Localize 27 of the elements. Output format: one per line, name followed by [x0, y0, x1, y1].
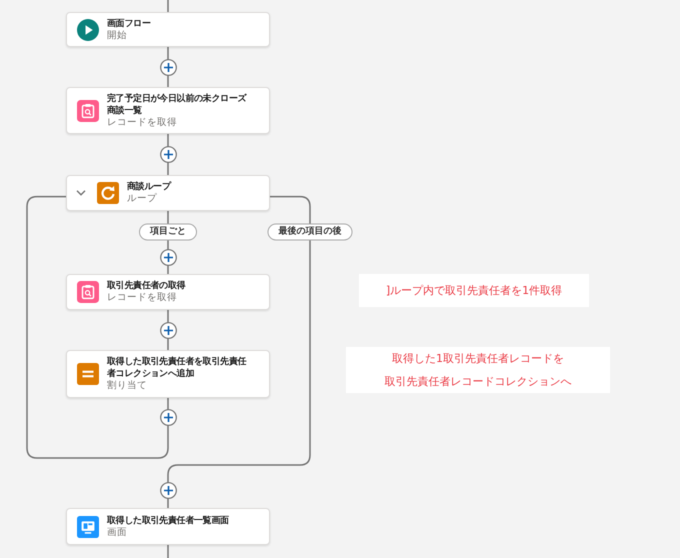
note-text: 取引先責任者レコードコレクションへ: [384, 374, 572, 390]
connector-line: [167, 545, 169, 558]
edge-label: 最後の項目の後: [268, 224, 352, 240]
step-title: 画面フロー: [107, 18, 151, 30]
flow-step-card: [66, 175, 270, 211]
step-type: 画面: [107, 526, 127, 538]
step-type: 割り当て: [107, 380, 147, 392]
flow-step-card: [66, 350, 270, 398]
edge-label: 項目ごと: [139, 224, 197, 240]
step-title: 商談ループ: [127, 181, 171, 193]
connector-line: [26, 196, 169, 459]
step-title: 取得した取引先責任者を取引先責任者コレクションへ追加: [107, 356, 248, 380]
connector-line: [167, 0, 169, 12]
flow-step-card: [66, 12, 270, 47]
connector-line: [167, 196, 311, 508]
step-type: レコードを取得: [107, 116, 177, 128]
note-text: 取得した1取引先責任者レコードを: [392, 351, 564, 367]
flow-step-card: [66, 508, 270, 545]
step-title: 取得した取引先責任者一覧画面: [107, 514, 229, 526]
flow-step-card: [66, 87, 270, 134]
step-type: ループ: [127, 193, 157, 205]
step-title: 完了予定日が今日以前の未クローズ商談一覧: [107, 92, 248, 116]
flow-step-card: [66, 274, 270, 310]
step-type: レコードを取得: [107, 292, 177, 304]
step-title: 取引先責任者の取得: [107, 280, 186, 292]
step-type: 開始: [107, 30, 127, 42]
note-text: ]ループ内で取引先責任者を1件取得: [386, 283, 562, 299]
